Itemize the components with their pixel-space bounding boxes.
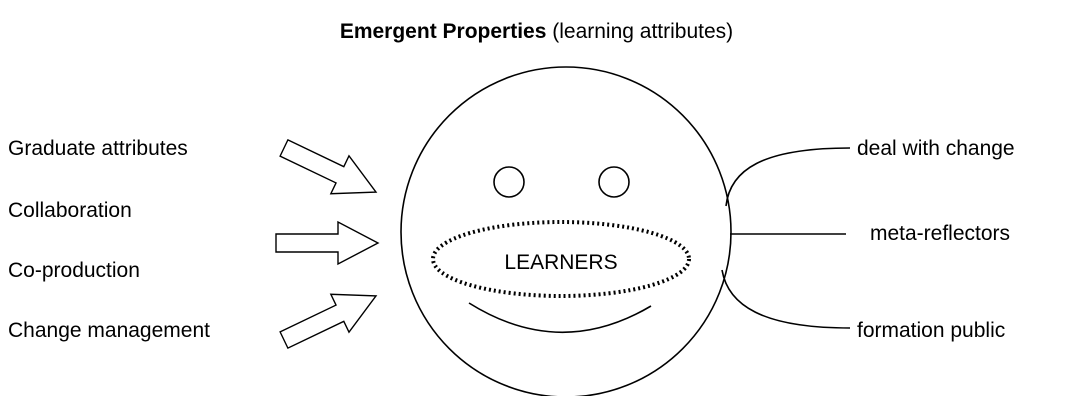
mouth-dotted-ellipse: [431, 220, 691, 298]
input-label-collaboration: Collaboration: [8, 199, 132, 222]
learners-label: LEARNERS: [504, 251, 618, 274]
left-eye-circle: [493, 166, 525, 198]
output-label-formation-public: formation public: [857, 319, 1006, 342]
title-rest: (learning attributes): [546, 20, 734, 43]
smile-curve: [468, 302, 652, 334]
output-label-deal-with-change: deal with change: [857, 137, 1015, 160]
title-bold: Emergent Properties: [339, 20, 547, 43]
input-label-co-production: Co-production: [8, 259, 140, 282]
input-arrow-2: [275, 220, 380, 266]
output-label-meta-reflectors: meta-reflectors: [870, 222, 1011, 245]
output-line-deal-with-change: [725, 147, 851, 207]
input-label-change-management: Change management: [8, 319, 210, 342]
right-eye-circle: [598, 166, 630, 198]
diagram-title: Emergent Properties (learning attributes…: [0, 20, 1073, 44]
face-circle: [400, 66, 732, 396]
input-label-graduate-attributes: Graduate attributes: [8, 137, 188, 160]
output-line-formation-public: [721, 269, 851, 329]
input-arrow-1: [279, 138, 378, 195]
input-arrow-3: [279, 293, 378, 350]
